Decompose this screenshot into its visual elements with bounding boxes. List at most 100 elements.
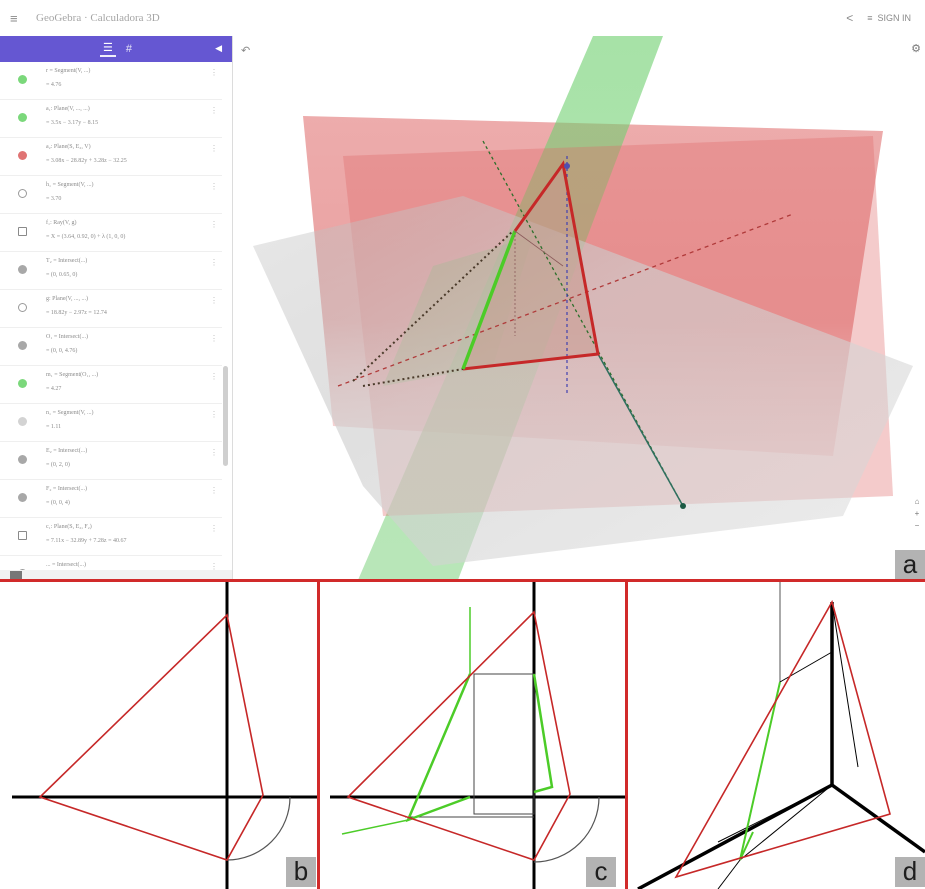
- undo-icon[interactable]: ↶: [241, 45, 251, 57]
- axis-red: [337, 213, 794, 387]
- divider-cd: [625, 582, 628, 889]
- hash-icon[interactable]: #: [125, 43, 132, 55]
- graphics-3d-view[interactable]: ↶ ⚙ ⌂ + − a: [233, 36, 925, 580]
- object-definition: a₂: Plane(S, E₂, V): [46, 144, 91, 150]
- keyboard-icon[interactable]: [10, 571, 22, 579]
- dotted-black: [352, 230, 514, 382]
- more-icon[interactable]: ⋮: [210, 182, 218, 191]
- algebra-row[interactable]: n₁ = Segment(V, ...)= 1.11⋮: [0, 404, 222, 442]
- divider-bc: [317, 582, 320, 889]
- algebra-row[interactable]: F₂ = Intersect(...)= (0, 0, 4)⋮: [0, 480, 222, 518]
- algebra-header: ☰ # ◀: [0, 36, 232, 62]
- algebra-row[interactable]: r = Segment(V, ...)= 4.76⋮: [0, 62, 222, 100]
- object-definition: r = Segment(V, ...): [46, 68, 91, 74]
- panel-label-c: c: [586, 857, 616, 887]
- object-definition: ... = Intersect(...): [46, 562, 87, 568]
- triangle-b: [38, 613, 264, 861]
- collapse-icon[interactable]: ◀: [215, 43, 222, 53]
- algebra-row[interactable]: T₂ = Intersect(...)= (0, 0.65, 0)⋮: [0, 252, 222, 290]
- visibility-toggle[interactable]: [18, 151, 27, 160]
- thin-d-4: [831, 601, 859, 768]
- zoom-in-icon[interactable]: +: [914, 509, 920, 518]
- hamburger-icon[interactable]: ≡: [10, 10, 18, 26]
- more-icon[interactable]: ⋮: [210, 106, 218, 115]
- more-icon[interactable]: ⋮: [210, 68, 218, 77]
- apex-point: [564, 163, 570, 169]
- algebra-row[interactable]: a₁: Plane(V, ..., ...) = 3.5x − 3.17y − 8…: [0, 100, 222, 138]
- triangle-d: [674, 599, 891, 879]
- algebra-scrollbar[interactable]: [223, 366, 228, 466]
- algebra-row[interactable]: a₂: Plane(S, E₂, V) = 3.08x − 28.82y + 3.…: [0, 138, 222, 176]
- share-icon[interactable]: <: [846, 11, 854, 25]
- visibility-toggle[interactable]: [18, 75, 27, 84]
- visibility-toggle[interactable]: [18, 379, 27, 388]
- axis-end-point: [680, 503, 686, 509]
- object-definition: g: Plane(V, ..., ...): [46, 296, 89, 302]
- panel-b: b: [0, 582, 318, 889]
- object-definition: h₁ = Segment(V, ...): [46, 182, 94, 188]
- visibility-toggle[interactable]: [18, 303, 27, 312]
- arc-c: [533, 796, 600, 863]
- red-separator: [0, 579, 925, 582]
- object-value: = 3.5x − 3.17y − 8.15: [46, 120, 99, 126]
- triangle-c: [346, 610, 571, 861]
- visibility-toggle[interactable]: [18, 189, 27, 198]
- thin-d-2: [739, 784, 833, 861]
- more-icon[interactable]: ⋮: [210, 372, 218, 381]
- object-value: = X = (3.64, 0.92, 0) + λ (1, 0, 0): [46, 234, 126, 240]
- visibility-toggle[interactable]: [18, 265, 27, 274]
- algebra-list: r = Segment(V, ...)= 4.76⋮a₁: Plane(V, .…: [0, 62, 222, 580]
- more-icon[interactable]: ⋮: [210, 220, 218, 229]
- visibility-toggle[interactable]: [18, 113, 27, 122]
- more-icon[interactable]: ⋮: [210, 258, 218, 267]
- list-icon[interactable]: ☰: [100, 41, 116, 57]
- algebra-row[interactable]: h₁ = Segment(V, ...)= 3.70⋮: [0, 176, 222, 214]
- algebra-row[interactable]: m₁ = Segment(O₁, ...)= 4.27⋮: [0, 366, 222, 404]
- signin-button[interactable]: ≡ SIGN IN: [867, 13, 911, 23]
- drawing-c: [330, 582, 626, 889]
- visibility-toggle[interactable]: [18, 493, 27, 502]
- visibility-toggle[interactable]: [18, 455, 27, 464]
- grid-icon: ≡: [867, 13, 873, 23]
- more-icon[interactable]: ⋮: [210, 144, 218, 153]
- object-definition: c₁: Plane(S, E₂, F₂): [46, 524, 92, 530]
- green-edge: [461, 230, 517, 370]
- thin-d-1: [779, 651, 833, 683]
- arc-b: [226, 796, 291, 861]
- panel-label-a: a: [895, 550, 925, 580]
- visibility-toggle[interactable]: [18, 227, 27, 236]
- zoom-out-icon[interactable]: −: [914, 521, 920, 530]
- more-icon[interactable]: ⋮: [210, 524, 218, 533]
- more-icon[interactable]: ⋮: [210, 562, 218, 571]
- visibility-toggle[interactable]: [18, 531, 27, 540]
- green-tail-c: [341, 819, 409, 835]
- home-icon[interactable]: ⌂: [914, 497, 920, 506]
- axis-right-d: [830, 783, 925, 854]
- object-value: = (0, 0, 4.76): [46, 348, 78, 354]
- more-icon[interactable]: ⋮: [210, 486, 218, 495]
- algebra-footer: [0, 570, 232, 580]
- object-definition: n₁ = Segment(V, ...): [46, 410, 94, 416]
- algebra-row[interactable]: O₁ = Intersect(...) = (0, 0, 4.76) ⋮: [0, 328, 222, 366]
- algebra-row[interactable]: c₁: Plane(S, E₂, F₂) = 7.11x − 32.89y + 7…: [0, 518, 222, 556]
- thin-d-3: [717, 784, 833, 843]
- visibility-toggle[interactable]: [18, 341, 27, 350]
- object-value: = 7.11x − 32.89y + 7.28z = 40.67: [46, 538, 127, 544]
- algebra-row[interactable]: g: Plane(V, ..., ...)= 18.82y − 2.97z = …: [0, 290, 222, 328]
- gear-icon[interactable]: ⚙: [911, 43, 921, 55]
- more-icon[interactable]: ⋮: [210, 296, 218, 305]
- visibility-toggle[interactable]: [18, 417, 27, 426]
- object-definition: a₁: Plane(V, ..., ...): [46, 106, 90, 112]
- object-value: = 3.08x − 28.82y + 3.28z − 32.25: [46, 158, 127, 164]
- more-icon[interactable]: ⋮: [210, 334, 218, 343]
- view-navigation: ⌂ + −: [911, 496, 923, 532]
- app-header: ≡ GeoGebra · Calculadora 3D < ≡ SIGN IN: [0, 0, 925, 37]
- more-icon[interactable]: ⋮: [210, 448, 218, 457]
- algebra-row[interactable]: E₂ = Intersect(...)= (0, 2, 0)⋮: [0, 442, 222, 480]
- object-definition: O₁ = Intersect(...): [46, 334, 88, 340]
- green-path-d: [739, 681, 781, 861]
- algebra-row[interactable]: f₁: Ray(V, g)= X = (3.64, 0.92, 0) + λ (…: [0, 214, 222, 252]
- tetra-face: [463, 164, 598, 369]
- more-icon[interactable]: ⋮: [210, 410, 218, 419]
- green-right-c: [532, 673, 554, 794]
